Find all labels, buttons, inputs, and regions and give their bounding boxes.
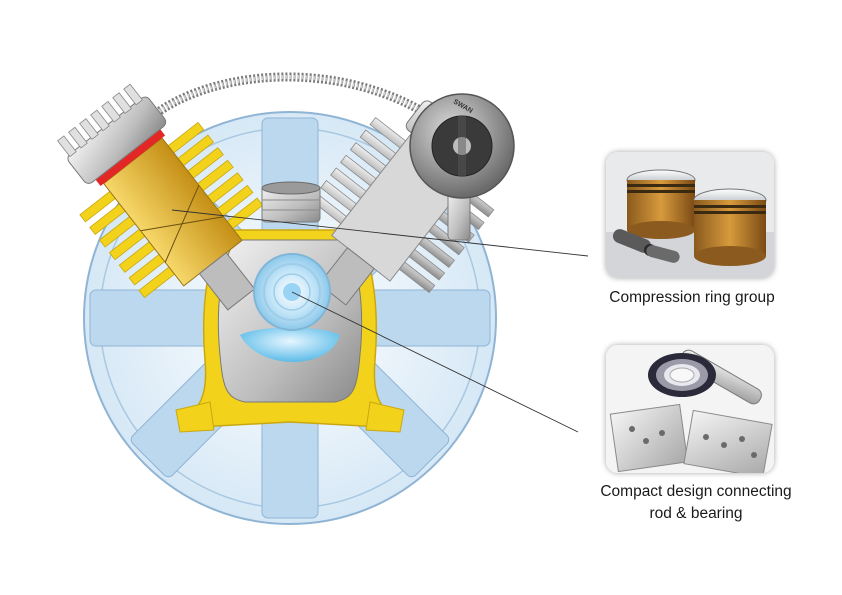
compression-ring-photo	[606, 152, 774, 278]
caption-connecting-rod: Compact design connecting rod & bearing	[578, 481, 814, 525]
leader-line-piston	[171, 209, 589, 257]
air-filter: SWAN	[409, 93, 515, 241]
caption-connecting-rod-line1: Compact design connecting	[600, 483, 792, 500]
leader-line-rod	[291, 291, 579, 433]
caption-compression-ring-text: Compression ring group	[609, 289, 775, 306]
caption-connecting-rod-line2: rod & bearing	[649, 505, 743, 522]
piston-ring-seal	[95, 129, 166, 186]
base-feet	[175, 401, 405, 433]
outlet-pipe	[261, 181, 321, 223]
oil-reservoir	[240, 327, 340, 363]
left-cylinder	[57, 83, 264, 311]
connecting-rod-photo	[606, 345, 774, 473]
caption-compression-ring: Compression ring group	[584, 287, 800, 309]
